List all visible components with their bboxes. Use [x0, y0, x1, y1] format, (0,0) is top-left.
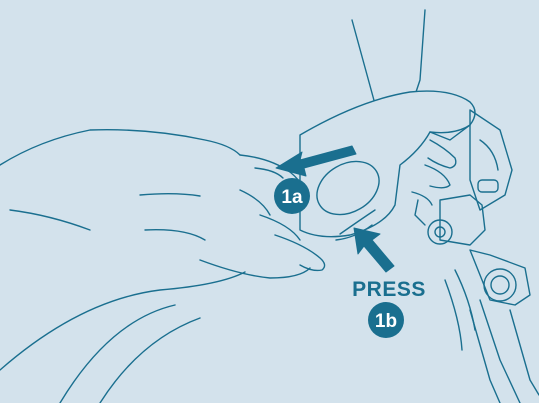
handlebar — [0, 272, 245, 403]
brake-lever — [300, 91, 475, 240]
arrow-up-left-icon — [354, 228, 394, 272]
press-label: PRESS — [352, 278, 426, 301]
frame-detail — [415, 110, 539, 403]
step-1a-label: 1a — [281, 187, 303, 208]
step-1b-label: 1b — [375, 311, 397, 332]
step-1b-indicator: PRESS 1b — [352, 228, 426, 338]
